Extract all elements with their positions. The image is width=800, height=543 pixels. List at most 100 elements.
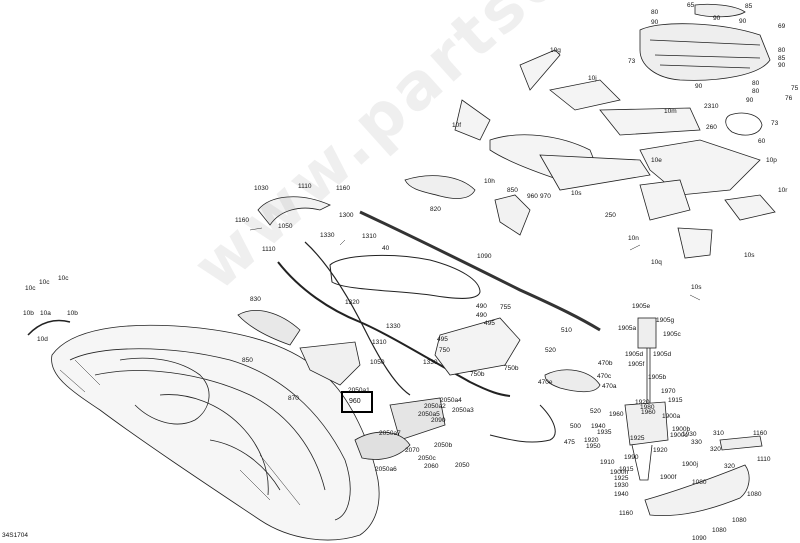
callout-label-475[interactable]: 475 xyxy=(564,439,575,446)
callout-label-470a[interactable]: 470a xyxy=(602,383,617,390)
callout-label-520[interactable]: 520 xyxy=(590,408,601,415)
callout-label-10e[interactable]: 10e xyxy=(651,157,662,164)
callout-label-320[interactable]: 320 xyxy=(710,446,721,453)
callout-label-1900h[interactable]: 1900h xyxy=(610,469,629,476)
callout-label-1320[interactable]: 1320 xyxy=(345,299,360,306)
callout-label-490[interactable]: 490 xyxy=(476,312,487,319)
callout-label-1915[interactable]: 1915 xyxy=(619,466,634,473)
storage-bin-assembly[interactable] xyxy=(639,3,771,81)
callout-label-10j[interactable]: 10j xyxy=(588,75,597,82)
callout-label-90[interactable]: 90 xyxy=(778,62,786,69)
part-1030[interactable] xyxy=(257,196,331,226)
callout-label-1330[interactable]: 1330 xyxy=(423,359,438,366)
callout-label-520[interactable]: 520 xyxy=(545,347,556,354)
callout-label-495[interactable]: 495 xyxy=(437,336,448,343)
callout-label-2050a4[interactable]: 2050a4 xyxy=(440,397,462,404)
callout-label-90[interactable]: 90 xyxy=(651,19,659,26)
callout-label-1900j[interactable]: 1900j xyxy=(682,461,698,468)
part-820[interactable] xyxy=(404,175,476,199)
callout-label-320[interactable]: 320 xyxy=(724,463,735,470)
callout-label-1915[interactable]: 1915 xyxy=(668,397,683,404)
callout-label-2070[interactable]: 2070 xyxy=(405,447,420,454)
callout-label-495[interactable]: 495 xyxy=(484,320,495,327)
callout-label-1990[interactable]: 1990 xyxy=(624,454,639,461)
callout-label-90[interactable]: 90 xyxy=(739,18,747,25)
callout-label-76[interactable]: 76 xyxy=(785,95,793,102)
callout-label-1160[interactable]: 1160 xyxy=(336,185,350,192)
callout-label-2050a1[interactable]: 2050a1 xyxy=(348,387,370,394)
callout-label-1310[interactable]: 1310 xyxy=(362,233,377,240)
callout-label-1080[interactable]: 1080 xyxy=(712,527,727,534)
steering-column[interactable] xyxy=(624,317,669,481)
callout-label-10d[interactable]: 10d xyxy=(37,336,48,343)
callout-label-2090[interactable]: 2090 xyxy=(431,417,446,424)
callout-label-69[interactable]: 69 xyxy=(778,23,786,30)
callout-label-10b[interactable]: 10b xyxy=(23,310,34,317)
callout-label-10g[interactable]: 10g xyxy=(550,47,561,54)
callout-label-90[interactable]: 90 xyxy=(746,97,754,104)
callout-label-2050c[interactable]: 2050c xyxy=(418,455,436,462)
callout-label-1925[interactable]: 1925 xyxy=(614,475,629,482)
callout-label-10n[interactable]: 10n xyxy=(628,235,639,242)
hull-body[interactable] xyxy=(51,324,380,541)
callout-label-1160[interactable]: 1160 xyxy=(619,510,633,517)
callout-label-1330[interactable]: 1330 xyxy=(320,232,335,239)
callout-label-2050a3[interactable]: 2050a3 xyxy=(452,407,474,414)
callout-label-1330[interactable]: 1330 xyxy=(386,323,401,330)
callout-label-1110[interactable]: 1110 xyxy=(757,456,771,463)
callout-label-40[interactable]: 40 xyxy=(382,245,390,252)
callout-label-870[interactable]: 870 xyxy=(288,395,299,402)
callout-label-1080[interactable]: 1080 xyxy=(732,517,747,524)
callout-label-1900c[interactable]: 1900c xyxy=(670,432,688,439)
callout-label-10s[interactable]: 10s xyxy=(744,252,755,259)
callout-label-60[interactable]: 60 xyxy=(758,138,766,145)
part-830[interactable] xyxy=(237,310,301,346)
grab-handle-470[interactable] xyxy=(544,369,601,393)
callout-label-500[interactable]: 500 xyxy=(570,423,581,430)
callout-label-85[interactable]: 85 xyxy=(778,55,786,62)
callout-label-1900f[interactable]: 1900f xyxy=(660,474,677,481)
rub-rail-1320[interactable] xyxy=(277,261,511,397)
rub-rail-1050[interactable] xyxy=(304,241,411,396)
part-850-left[interactable] xyxy=(299,341,361,386)
callout-label-1970[interactable]: 1970 xyxy=(661,388,676,395)
callout-label-1080[interactable]: 1080 xyxy=(747,491,762,498)
callout-label-1160[interactable]: 1160 xyxy=(235,217,249,224)
callout-label-750[interactable]: 750 xyxy=(439,347,450,354)
callout-label-73[interactable]: 73 xyxy=(628,58,636,65)
callout-label-10p[interactable]: 10p xyxy=(766,157,777,164)
callout-label-1905d[interactable]: 1905d xyxy=(653,351,672,358)
highlight-label[interactable]: 960 xyxy=(349,398,361,405)
callout-label-85[interactable]: 85 xyxy=(745,3,753,10)
callout-label-850[interactable]: 850 xyxy=(507,187,518,194)
callout-label-2060[interactable]: 2060 xyxy=(424,463,439,470)
callout-label-2050a7[interactable]: 2050a7 xyxy=(379,430,401,437)
callout-label-1905f[interactable]: 1905f xyxy=(628,361,645,368)
callout-label-1940[interactable]: 1940 xyxy=(614,491,629,498)
callout-label-10q[interactable]: 10q xyxy=(651,259,662,266)
callout-label-1030[interactable]: 1030 xyxy=(254,185,269,192)
gasket-60[interactable] xyxy=(725,112,763,136)
callout-label-10c[interactable]: 10c xyxy=(25,285,36,292)
callout-label-310[interactable]: 310 xyxy=(713,430,724,437)
callout-label-90[interactable]: 90 xyxy=(695,83,703,90)
callout-label-1905e[interactable]: 1905e xyxy=(632,303,651,310)
callout-label-1090[interactable]: 1090 xyxy=(692,535,707,542)
callout-label-10s[interactable]: 10s xyxy=(571,190,582,197)
callout-label-1960[interactable]: 1960 xyxy=(641,409,656,416)
callout-label-970[interactable]: 970 xyxy=(540,193,551,200)
callout-label-960[interactable]: 960 xyxy=(527,193,538,200)
callout-label-1930[interactable]: 1930 xyxy=(682,431,697,438)
callout-label-750b[interactable]: 750b xyxy=(504,365,519,372)
gunwale-trim[interactable] xyxy=(359,210,601,332)
callout-label-1920[interactable]: 1920 xyxy=(635,399,650,406)
callout-label-850[interactable]: 850 xyxy=(242,357,253,364)
callout-label-1905a[interactable]: 1905a xyxy=(618,325,637,332)
callout-label-80[interactable]: 80 xyxy=(651,9,659,16)
callout-label-10m[interactable]: 10m xyxy=(664,108,677,115)
callout-label-1900b[interactable]: 1900b xyxy=(672,426,691,433)
callout-label-1160[interactable]: 1160 xyxy=(753,430,767,437)
callout-label-1110[interactable]: 1110 xyxy=(262,246,276,253)
callout-label-330[interactable]: 330 xyxy=(691,439,702,446)
part-320[interactable] xyxy=(719,435,763,451)
